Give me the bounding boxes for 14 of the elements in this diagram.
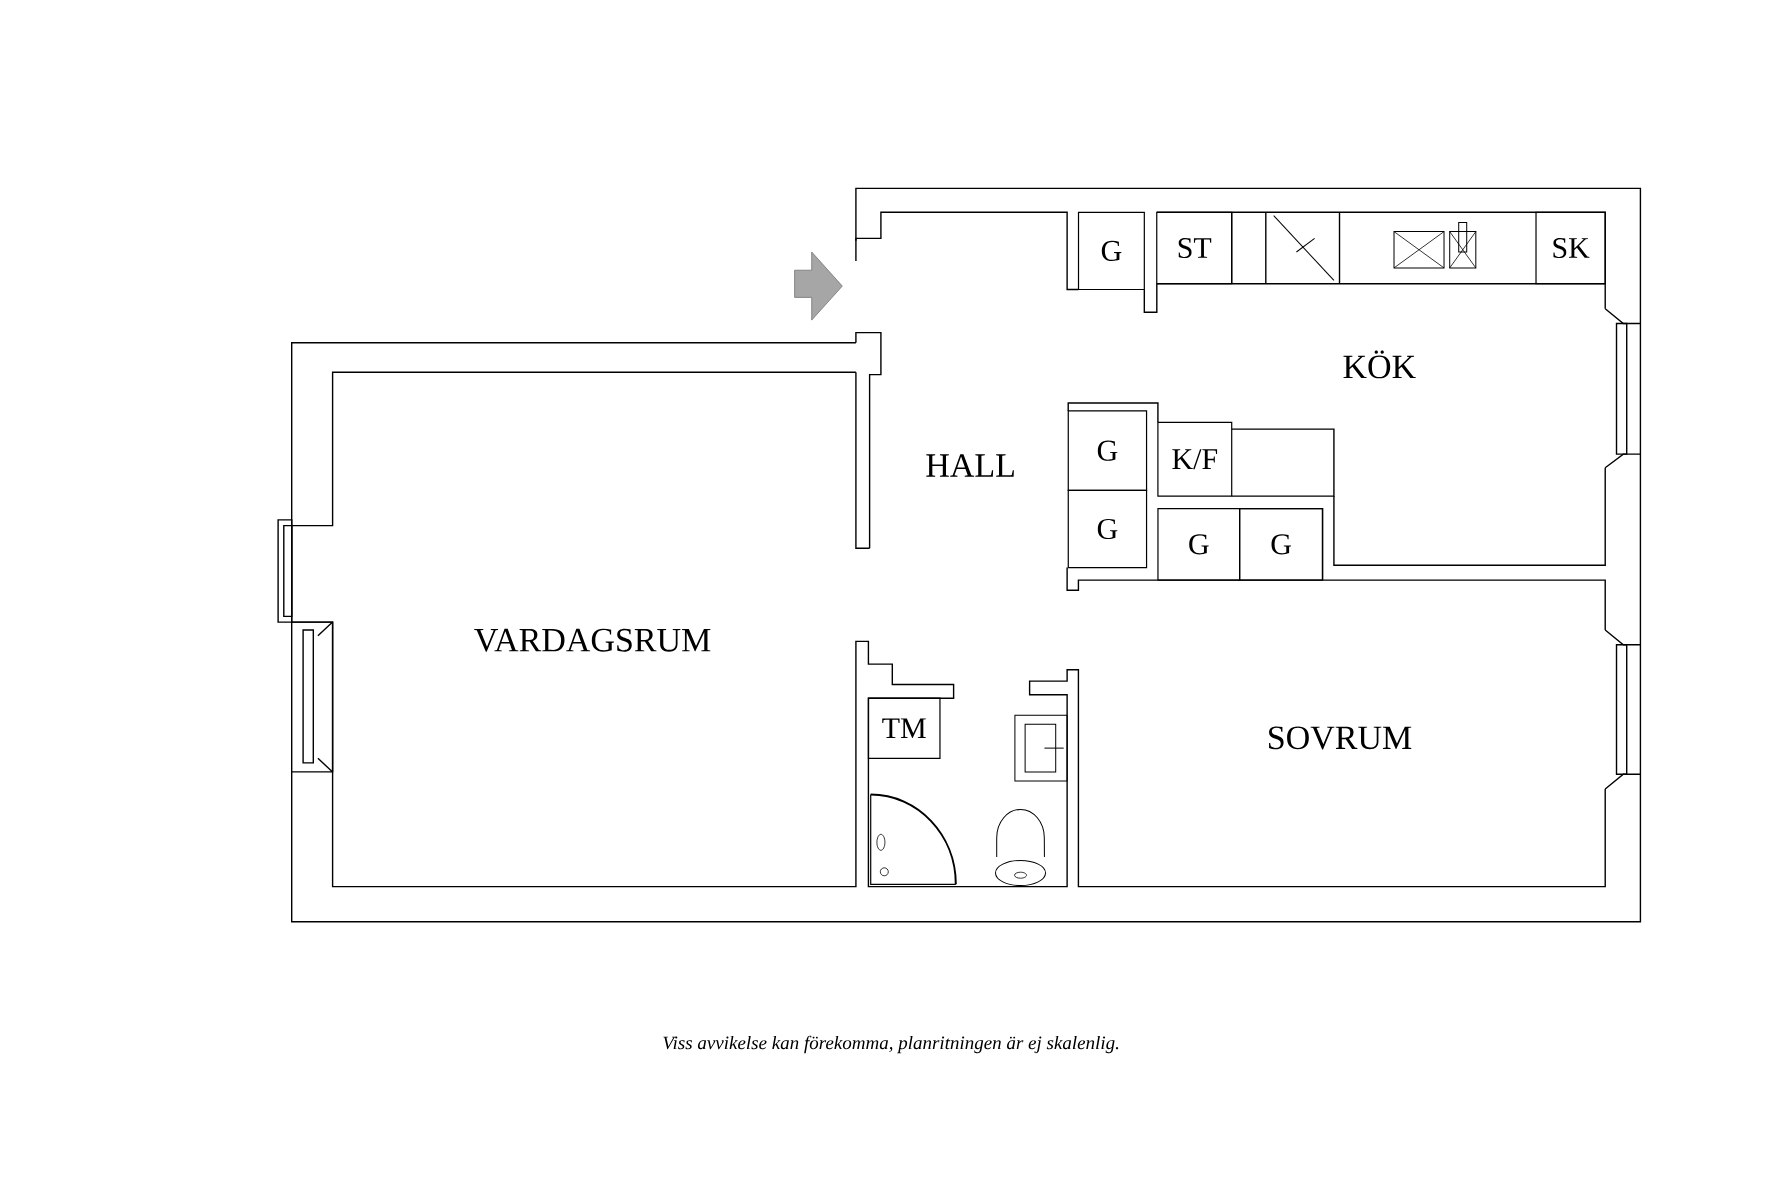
room-label: HALL	[926, 454, 1014, 477]
cabinet-box: K/F	[1157, 421, 1233, 497]
cabinet-box: ST	[1156, 211, 1233, 285]
cabinet-box: G	[1067, 489, 1148, 569]
cabinet-box: G	[1077, 211, 1145, 291]
cabinet-box: TM	[867, 697, 941, 759]
cabinet-box: G	[1157, 507, 1241, 581]
room-label: SOVRUM	[1269, 726, 1412, 750]
cabinet-box: G	[1239, 507, 1324, 581]
cabinet-box: SK	[1535, 211, 1606, 285]
cabinet-box: G	[1067, 410, 1148, 492]
caption: Viss avvikelse kan förekomma, planritningen är ej skalenlig.	[663, 1035, 1119, 1054]
room-label: VARDAGSRUM	[474, 628, 711, 652]
room-label: KÖK	[1343, 350, 1416, 379]
